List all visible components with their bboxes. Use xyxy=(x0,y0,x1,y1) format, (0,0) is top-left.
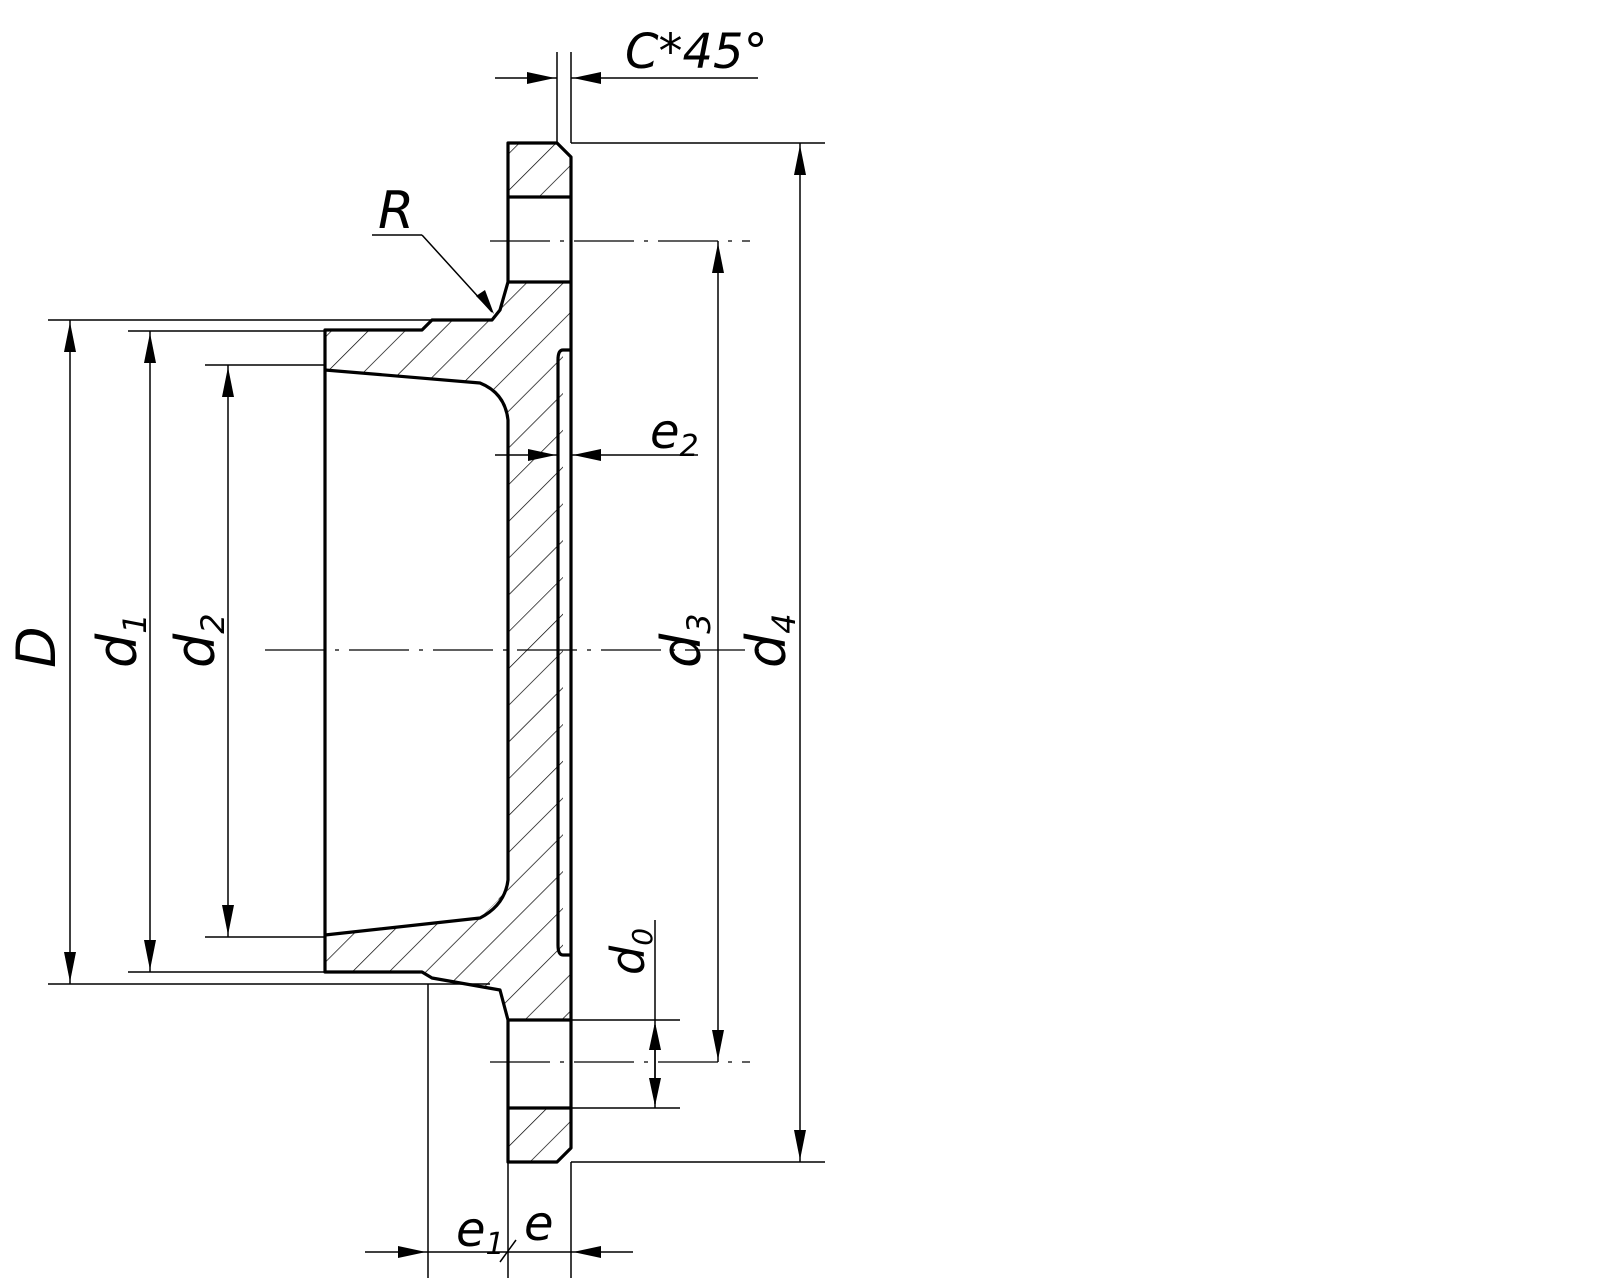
radius-leader xyxy=(372,234,494,314)
d2-label: d2 xyxy=(164,613,232,668)
e2-label: e2 xyxy=(650,404,699,464)
d1-label: d1 xyxy=(86,613,154,668)
d3-label: d3 xyxy=(650,613,718,668)
dimension-lines xyxy=(64,72,806,1263)
dimension-labels: C*45° R e2 D d1 d2 d3 d4 d0 e1 e xyxy=(5,24,803,1262)
part-outline xyxy=(323,141,573,1164)
center-lines xyxy=(265,240,760,1063)
D-label: D xyxy=(5,626,68,668)
d0-label: d0 xyxy=(601,928,659,975)
radius-label: R xyxy=(378,181,414,241)
chamfer-label: C*45° xyxy=(625,24,768,80)
section-hatching xyxy=(325,143,571,1162)
d4-label: d4 xyxy=(735,613,803,668)
e1-label: e1 xyxy=(456,1202,505,1262)
e-label: e xyxy=(524,1196,554,1252)
extension-lines xyxy=(48,52,825,1278)
